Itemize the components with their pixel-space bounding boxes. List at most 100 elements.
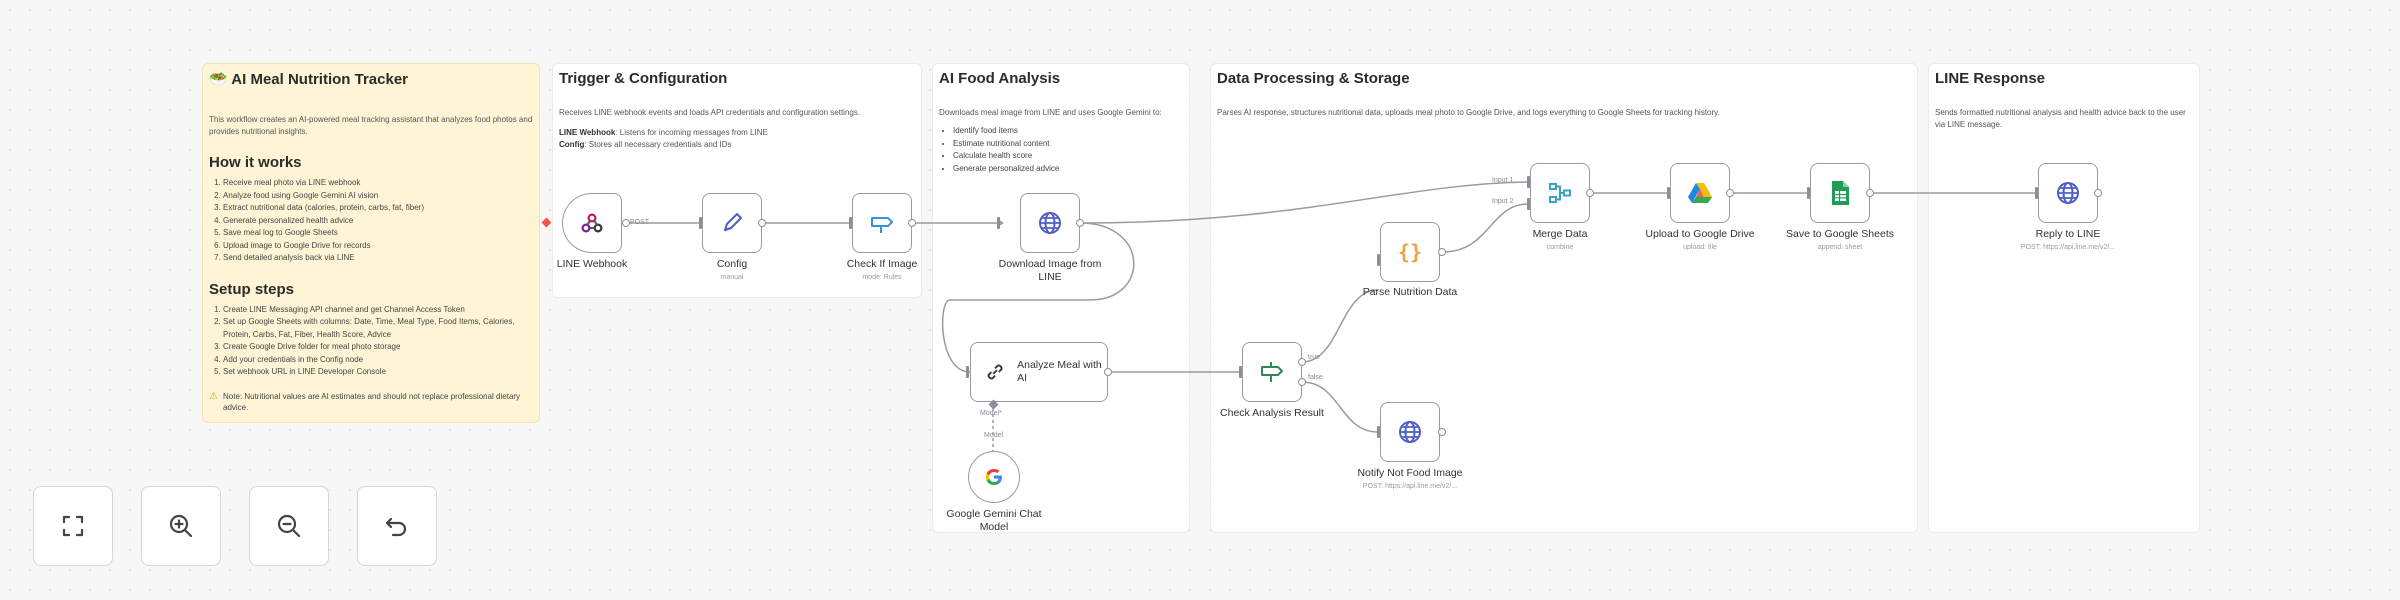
input-port[interactable] (1667, 187, 1670, 199)
disclaimer-text: Note: Nutritional values are AI estimate… (223, 391, 521, 412)
input-port[interactable] (1377, 426, 1380, 438)
node-config[interactable] (702, 193, 762, 253)
fit-view-icon (62, 515, 84, 537)
output-port[interactable] (2094, 189, 2102, 197)
node-sub-merge-data: combine (1546, 244, 1574, 251)
merge-input2-label: Input 2 (1492, 198, 1514, 205)
overview-description: This workflow creates an AI-powered meal… (209, 115, 533, 136)
sticky-note-overview[interactable]: 🥗 AI Meal Nutrition Tracker This workflo… (202, 63, 540, 423)
link-chain-icon (987, 364, 1003, 380)
undo-icon (385, 517, 407, 537)
setup-steps-heading: Setup steps (209, 280, 295, 298)
input-port[interactable] (966, 366, 969, 378)
setup-step: Create LINE Messaging API channel and ge… (223, 304, 533, 317)
input-port-2[interactable] (1527, 198, 1530, 210)
data-section-title: Data Processing & Storage (1217, 70, 1410, 87)
setup-step: Add your credentials in the Config node (223, 354, 533, 367)
trigger-section-details: LINE Webhook: Listens for incoming messa… (559, 127, 915, 151)
node-check-if-image[interactable] (852, 193, 912, 253)
node-upload-drive[interactable] (1670, 163, 1730, 223)
node-sub-reply-line: POST: https://api.line.me/v2/... (2020, 244, 2116, 251)
sticky-note-line-response[interactable]: LINE Response Sends formatted nutritiona… (1928, 63, 2200, 533)
webhook-icon (581, 213, 603, 233)
fit-view-button[interactable] (33, 486, 113, 566)
output-port-true[interactable] (1298, 358, 1306, 366)
output-port[interactable] (622, 219, 630, 227)
node-parse-nutrition[interactable]: {} (1380, 222, 1440, 282)
node-line-webhook[interactable] (562, 193, 622, 253)
how-it-works-list: Receive meal photo via LINE webhook Anal… (209, 177, 533, 265)
node-download-image[interactable] (1020, 193, 1080, 253)
input-port[interactable] (699, 217, 702, 229)
zoom-out-button[interactable] (249, 486, 329, 566)
node-label-line-webhook: LINE Webhook (556, 258, 628, 270)
edge-check-true-parse (1301, 289, 1379, 363)
google-drive-icon (1688, 183, 1712, 203)
how-step: Extract nutritional data (calories, prot… (223, 202, 533, 215)
output-port[interactable] (908, 219, 916, 227)
node-save-sheets[interactable] (1810, 163, 1870, 223)
node-google-gemini[interactable] (968, 451, 1020, 503)
output-port[interactable] (1866, 189, 1874, 197)
ai-section-description: Downloads meal image from LINE and uses … (939, 108, 1162, 117)
google-g-icon (986, 469, 1002, 485)
ai-section-title: AI Food Analysis (939, 70, 1061, 87)
gemini-model-port-label: Model (984, 432, 1004, 439)
globe-icon (2057, 182, 2079, 204)
node-label-notify-not-food: Notify Not Food Image (1357, 467, 1463, 479)
output-port[interactable] (1076, 219, 1084, 227)
output-port[interactable] (1438, 428, 1446, 436)
node-label-check-if-image: Check If Image (846, 258, 918, 270)
svg-text:{}: {} (1398, 240, 1422, 264)
setup-step: Set webhook URL in LINE Developer Consol… (223, 366, 533, 379)
globe-icon (1039, 212, 1061, 234)
node-sub-upload-drive: upload: file (1683, 244, 1717, 251)
warning-icon: ⚠ (209, 390, 218, 402)
output-port[interactable] (1104, 368, 1112, 376)
output-port-false[interactable] (1298, 378, 1306, 386)
node-sub-config: manual (720, 274, 744, 281)
node-analyze-meal[interactable]: Analyze Meal with AI (970, 342, 1108, 402)
how-it-works-heading: How it works (209, 154, 302, 171)
response-section-description: Sends formatted nutritional analysis and… (1935, 108, 2186, 129)
config-key: Config (559, 140, 585, 149)
sticky-note-ai-analysis[interactable]: AI Food Analysis Downloads meal image fr… (932, 63, 1190, 533)
node-notify-not-food[interactable] (1380, 402, 1440, 462)
merge-input1-label: Input 1 (1492, 177, 1514, 184)
input-port-1[interactable] (1527, 176, 1530, 188)
zoom-in-button[interactable] (141, 486, 221, 566)
how-step: Generate personalized health advice (223, 215, 533, 228)
ai-bullet: Estimate nutritional content (953, 138, 1183, 151)
input-port[interactable] (2035, 187, 2038, 199)
false-branch-label: false (1308, 374, 1323, 381)
node-reply-line[interactable] (2038, 163, 2098, 223)
undo-button[interactable] (357, 486, 437, 566)
input-port[interactable] (1377, 254, 1380, 266)
input-port[interactable] (1239, 366, 1242, 378)
sticky-note-trigger[interactable]: Trigger & Configuration Receives LINE we… (552, 63, 922, 298)
node-label-config: Config (716, 258, 748, 270)
trigger-section-title: Trigger & Configuration (559, 70, 728, 87)
sticky-note-data-processing[interactable]: Data Processing & Storage Parses AI resp… (1210, 63, 1918, 533)
input-port[interactable] (1807, 187, 1810, 199)
ai-bullet: Identify food items (953, 125, 1183, 138)
node-label-download-image: Download Image from LINE (998, 258, 1102, 283)
node-merge-data[interactable] (1530, 163, 1590, 223)
node-check-analysis[interactable] (1242, 342, 1302, 402)
output-port[interactable] (1586, 189, 1594, 197)
ai-section-bullets: Identify food items Estimate nutritional… (939, 125, 1183, 175)
node-sub-check-if-image: mode: Rules (862, 274, 902, 281)
output-port[interactable] (1726, 189, 1734, 197)
google-sheets-icon (1832, 181, 1849, 205)
setup-step: Create Google Drive folder for meal phot… (223, 341, 533, 354)
input-port[interactable] (997, 217, 1000, 229)
webhook-desc: : Listens for incoming messages from LIN… (615, 128, 768, 137)
output-port[interactable] (1438, 248, 1446, 256)
edge-parse-merge (1441, 203, 1529, 253)
input-port[interactable] (849, 217, 852, 229)
output-port[interactable] (758, 219, 766, 227)
setup-steps-list: Create LINE Messaging API channel and ge… (209, 304, 533, 379)
disclaimer-note: ⚠ Note: Nutritional values are AI estima… (209, 391, 533, 413)
how-step: Analyze food using Google Gemini AI visi… (223, 190, 533, 203)
